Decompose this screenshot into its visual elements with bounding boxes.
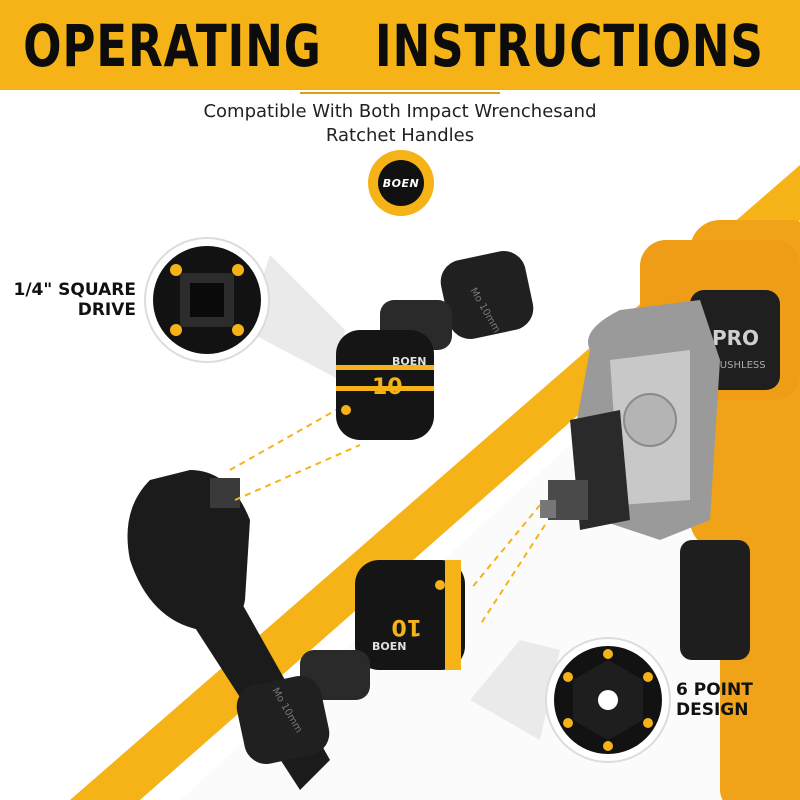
design-wedge: [470, 640, 560, 740]
title-left: OPERATING: [23, 12, 323, 80]
six-point-label: 6 POINT DESIGN: [676, 680, 796, 720]
brand-logo: BOEN: [378, 160, 424, 206]
subtitle-divider: [300, 92, 500, 94]
square-drive-detail: [144, 237, 270, 363]
bottom-socket-size: 10: [391, 614, 422, 639]
wrench-badge: PRO: [712, 326, 759, 350]
bottom-socket-brand: BOEN: [372, 640, 406, 653]
square-drive-label: 1/4" SQUARE DRIVE: [8, 280, 136, 320]
six-point-label-line-1: 6 POINT: [676, 680, 753, 700]
subtitle-line-1: Compatible With Both Impact Wrenchesand: [203, 101, 597, 122]
wrench-badge-sub: BRUSHLESS: [706, 360, 766, 371]
subtitle-line-2: Ratchet Handles: [325, 125, 475, 146]
top-socket-size: 10: [372, 375, 403, 400]
six-point-label-line-2: DESIGN: [676, 700, 749, 720]
header-bar: [0, 0, 800, 90]
square-drive-label-line-2: DRIVE: [77, 300, 136, 320]
brand-logo-text: BOEN: [382, 176, 420, 190]
title-right: INSTRUCTIONS: [374, 12, 764, 80]
alignment-lines: [229, 404, 546, 626]
top-socket-brand: BOEN: [392, 355, 426, 368]
impact-wrench: PRO BRUSHLESS: [540, 220, 800, 800]
six-point-detail: [545, 637, 671, 763]
square-drive-label-line-1: 1/4" SQUARE: [13, 280, 136, 300]
drive-wedge: [245, 255, 345, 380]
page-title: OPERATING INSTRUCTIONS: [0, 8, 800, 84]
subtitle: Compatible With Both Impact Wrenchesand …: [120, 100, 680, 148]
bottom-socket: 10 BOEN Mo 10mm: [236, 560, 465, 764]
top-socket: 10 BOEN Mo 10mm: [336, 251, 534, 440]
